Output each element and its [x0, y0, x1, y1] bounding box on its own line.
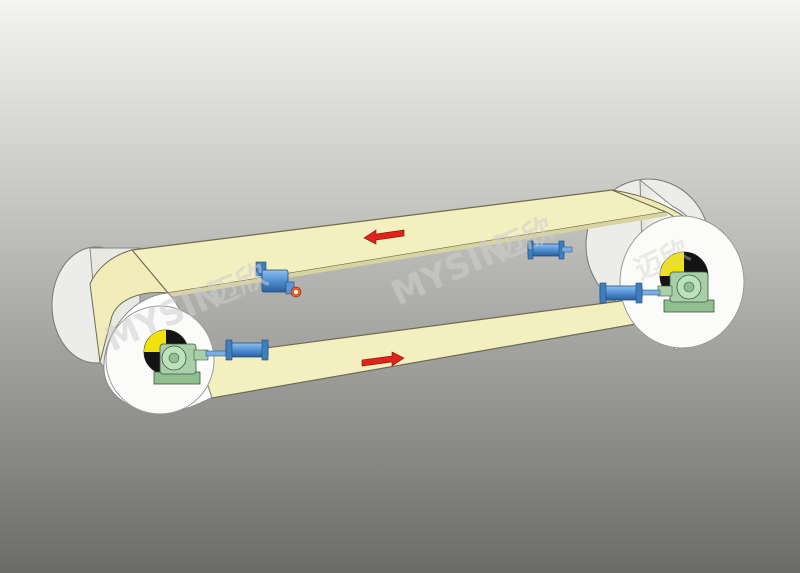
lower-belt-arrow	[361, 351, 405, 367]
upper-belt-arrow	[363, 229, 405, 245]
left-gearbox	[153, 343, 209, 385]
belt-upper-edge	[168, 212, 668, 297]
upper-right-cylinder	[527, 240, 573, 260]
right-gearbox	[657, 271, 715, 313]
left-roller-front	[103, 292, 269, 415]
arrow-left-icon	[363, 229, 405, 245]
arrow-right-icon	[361, 351, 405, 367]
right-cylinder	[599, 282, 661, 304]
center-tension-cylinder	[255, 261, 302, 298]
belt-left-wrap	[89, 249, 170, 363]
left-cylinder	[205, 339, 269, 361]
right-roller-front	[599, 215, 745, 349]
